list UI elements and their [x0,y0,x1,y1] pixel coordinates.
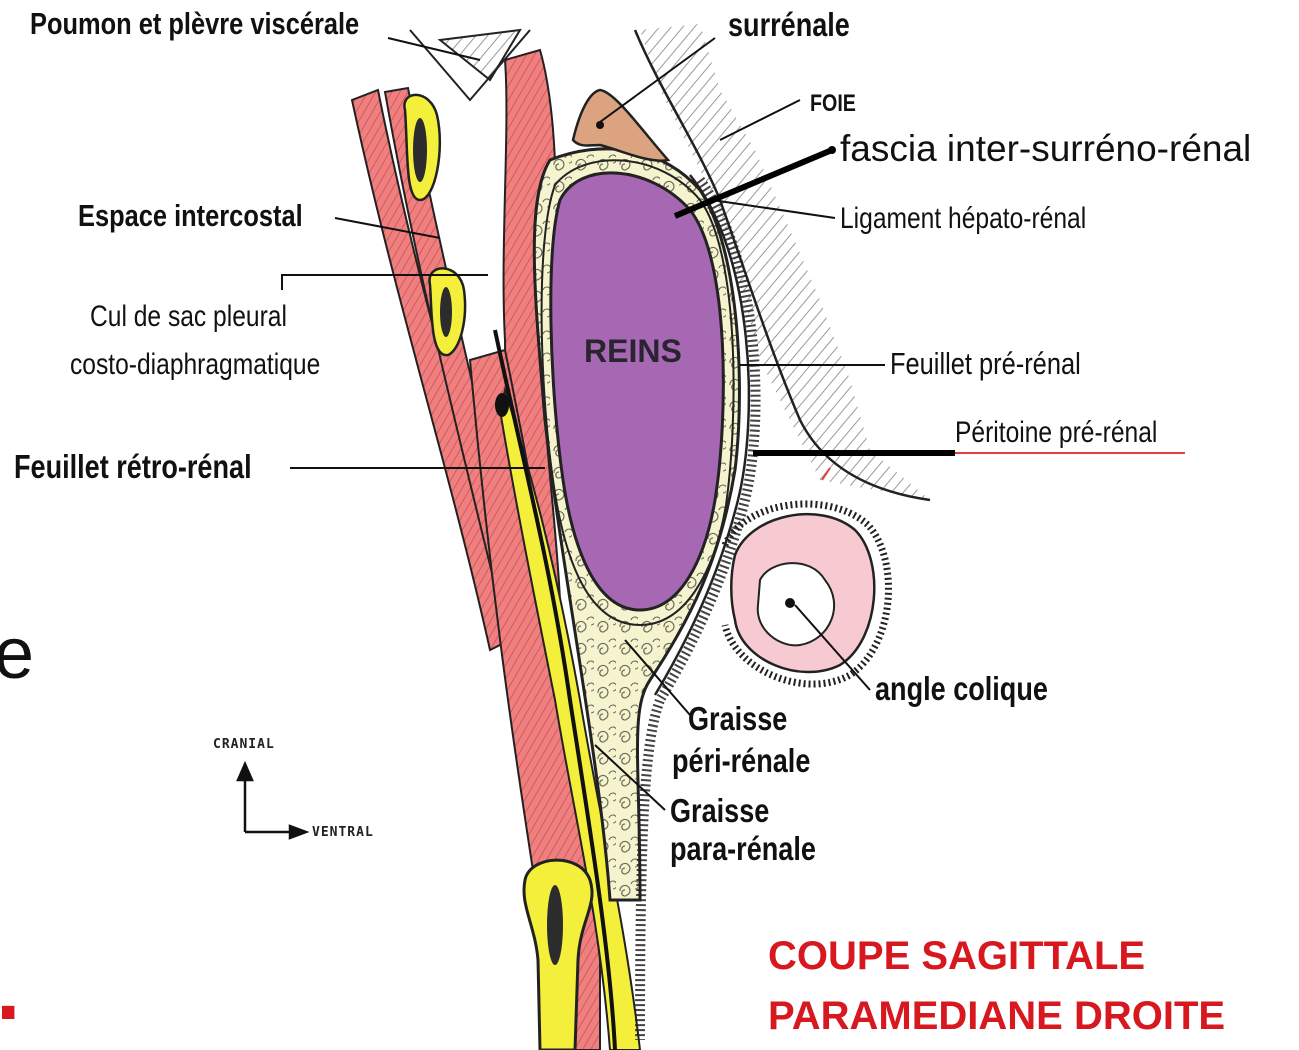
label-graisse-peri-2: péri-rénale [672,744,810,777]
label-feuillet-retro: Feuillet rétro-rénal [14,450,252,483]
colic-dot [785,598,795,608]
orientation-axes [238,764,306,838]
label-foie: FOIE [810,92,856,116]
label-reins: REINS [584,335,682,367]
label-culdesac-2: costo-diaphragmatique [70,350,320,380]
rib-upper-core [413,118,427,182]
edge-mark: . [0,945,20,1033]
label-angle-colique: angle colique [875,672,1048,705]
label-feuillet-pre: Feuillet pré-rénal [890,348,1081,379]
label-poumon: Poumon et plèvre viscérale [30,8,359,39]
label-ventral: VENTRAL [312,826,374,839]
edge-letter: e [0,618,34,690]
label-graisse-peri-1: Graisse [688,702,787,735]
adrenal-dot [596,121,604,129]
label-peritoine: Péritoine pré-rénal [955,418,1157,448]
rib-lower-core [440,287,452,337]
label-culdesac-1: Cul de sac pleural [90,302,287,332]
fascia-dot [828,146,836,154]
label-surrenale: surrénale [728,8,850,41]
title-line-2: PARAMEDIANE DROITE [768,996,1225,1036]
label-cranial: CRANIAL [213,738,275,751]
colic-lumen [758,563,834,645]
label-graisse-para-1: Graisse [670,794,769,827]
crus-dot [495,393,509,417]
vertebra-lower-core [547,885,563,965]
label-graisse-para-2: para-rénale [670,832,816,865]
title-line-1: COUPE SAGITTALE [768,936,1145,976]
label-espace: Espace intercostal [78,200,303,231]
label-fascia: fascia inter-surréno-rénal [840,130,1251,167]
label-ligament: Ligament hépato-rénal [840,204,1086,234]
kidney [551,173,724,610]
